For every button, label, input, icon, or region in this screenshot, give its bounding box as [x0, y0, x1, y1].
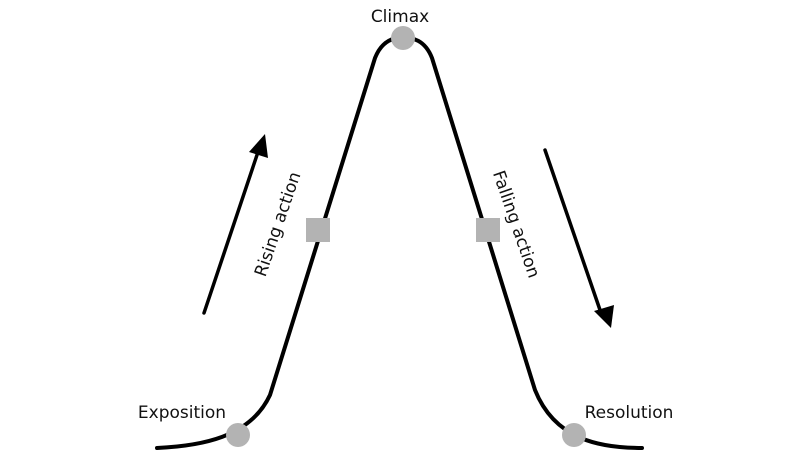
rising-action-label: Rising action	[251, 169, 306, 279]
rising-arrow	[202, 134, 268, 315]
plot-curve	[155, 35, 644, 450]
exposition-label: Exposition	[138, 403, 226, 423]
climax-marker	[391, 26, 415, 50]
falling-arrow	[543, 148, 614, 328]
resolution-label: Resolution	[585, 403, 674, 423]
rising-action-marker	[306, 218, 330, 242]
resolution-marker	[562, 423, 586, 447]
exposition-marker	[226, 423, 250, 447]
climax-label: Climax	[371, 7, 429, 27]
falling-action-marker	[476, 218, 500, 242]
